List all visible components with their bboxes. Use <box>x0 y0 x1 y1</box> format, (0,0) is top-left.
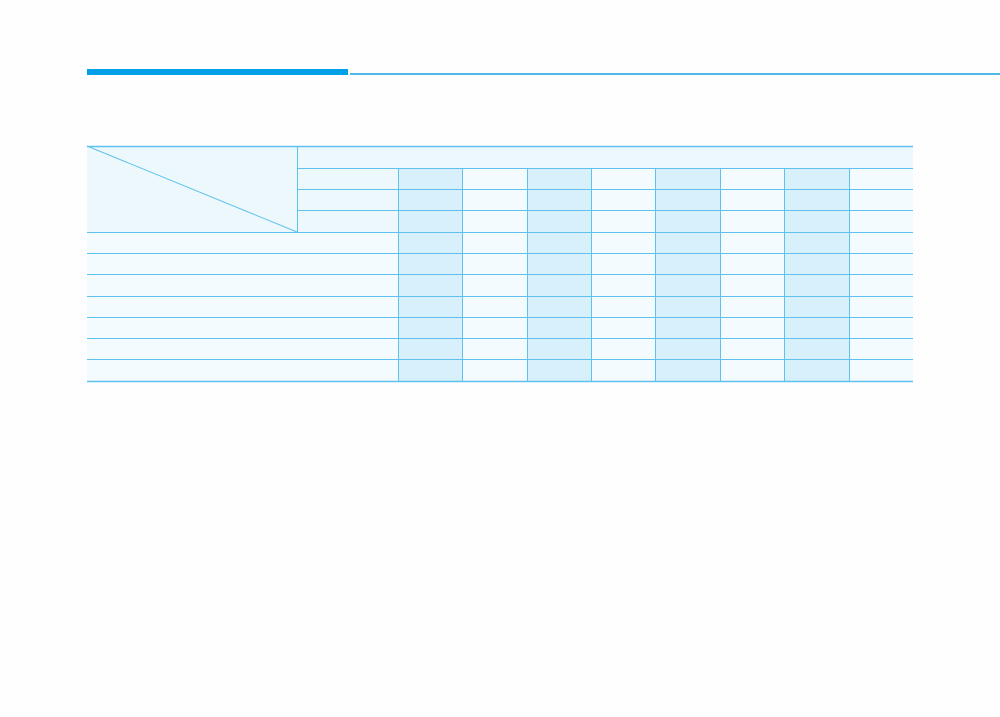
spec-table-grid <box>86 145 913 383</box>
corner-diagonal-line <box>86 145 298 233</box>
header-subrow-label-background <box>297 168 398 232</box>
section-heading-accent-bar <box>87 69 348 75</box>
body-label-column-background <box>87 232 398 382</box>
spec-table <box>86 145 913 383</box>
section-heading-rule <box>350 73 1000 75</box>
